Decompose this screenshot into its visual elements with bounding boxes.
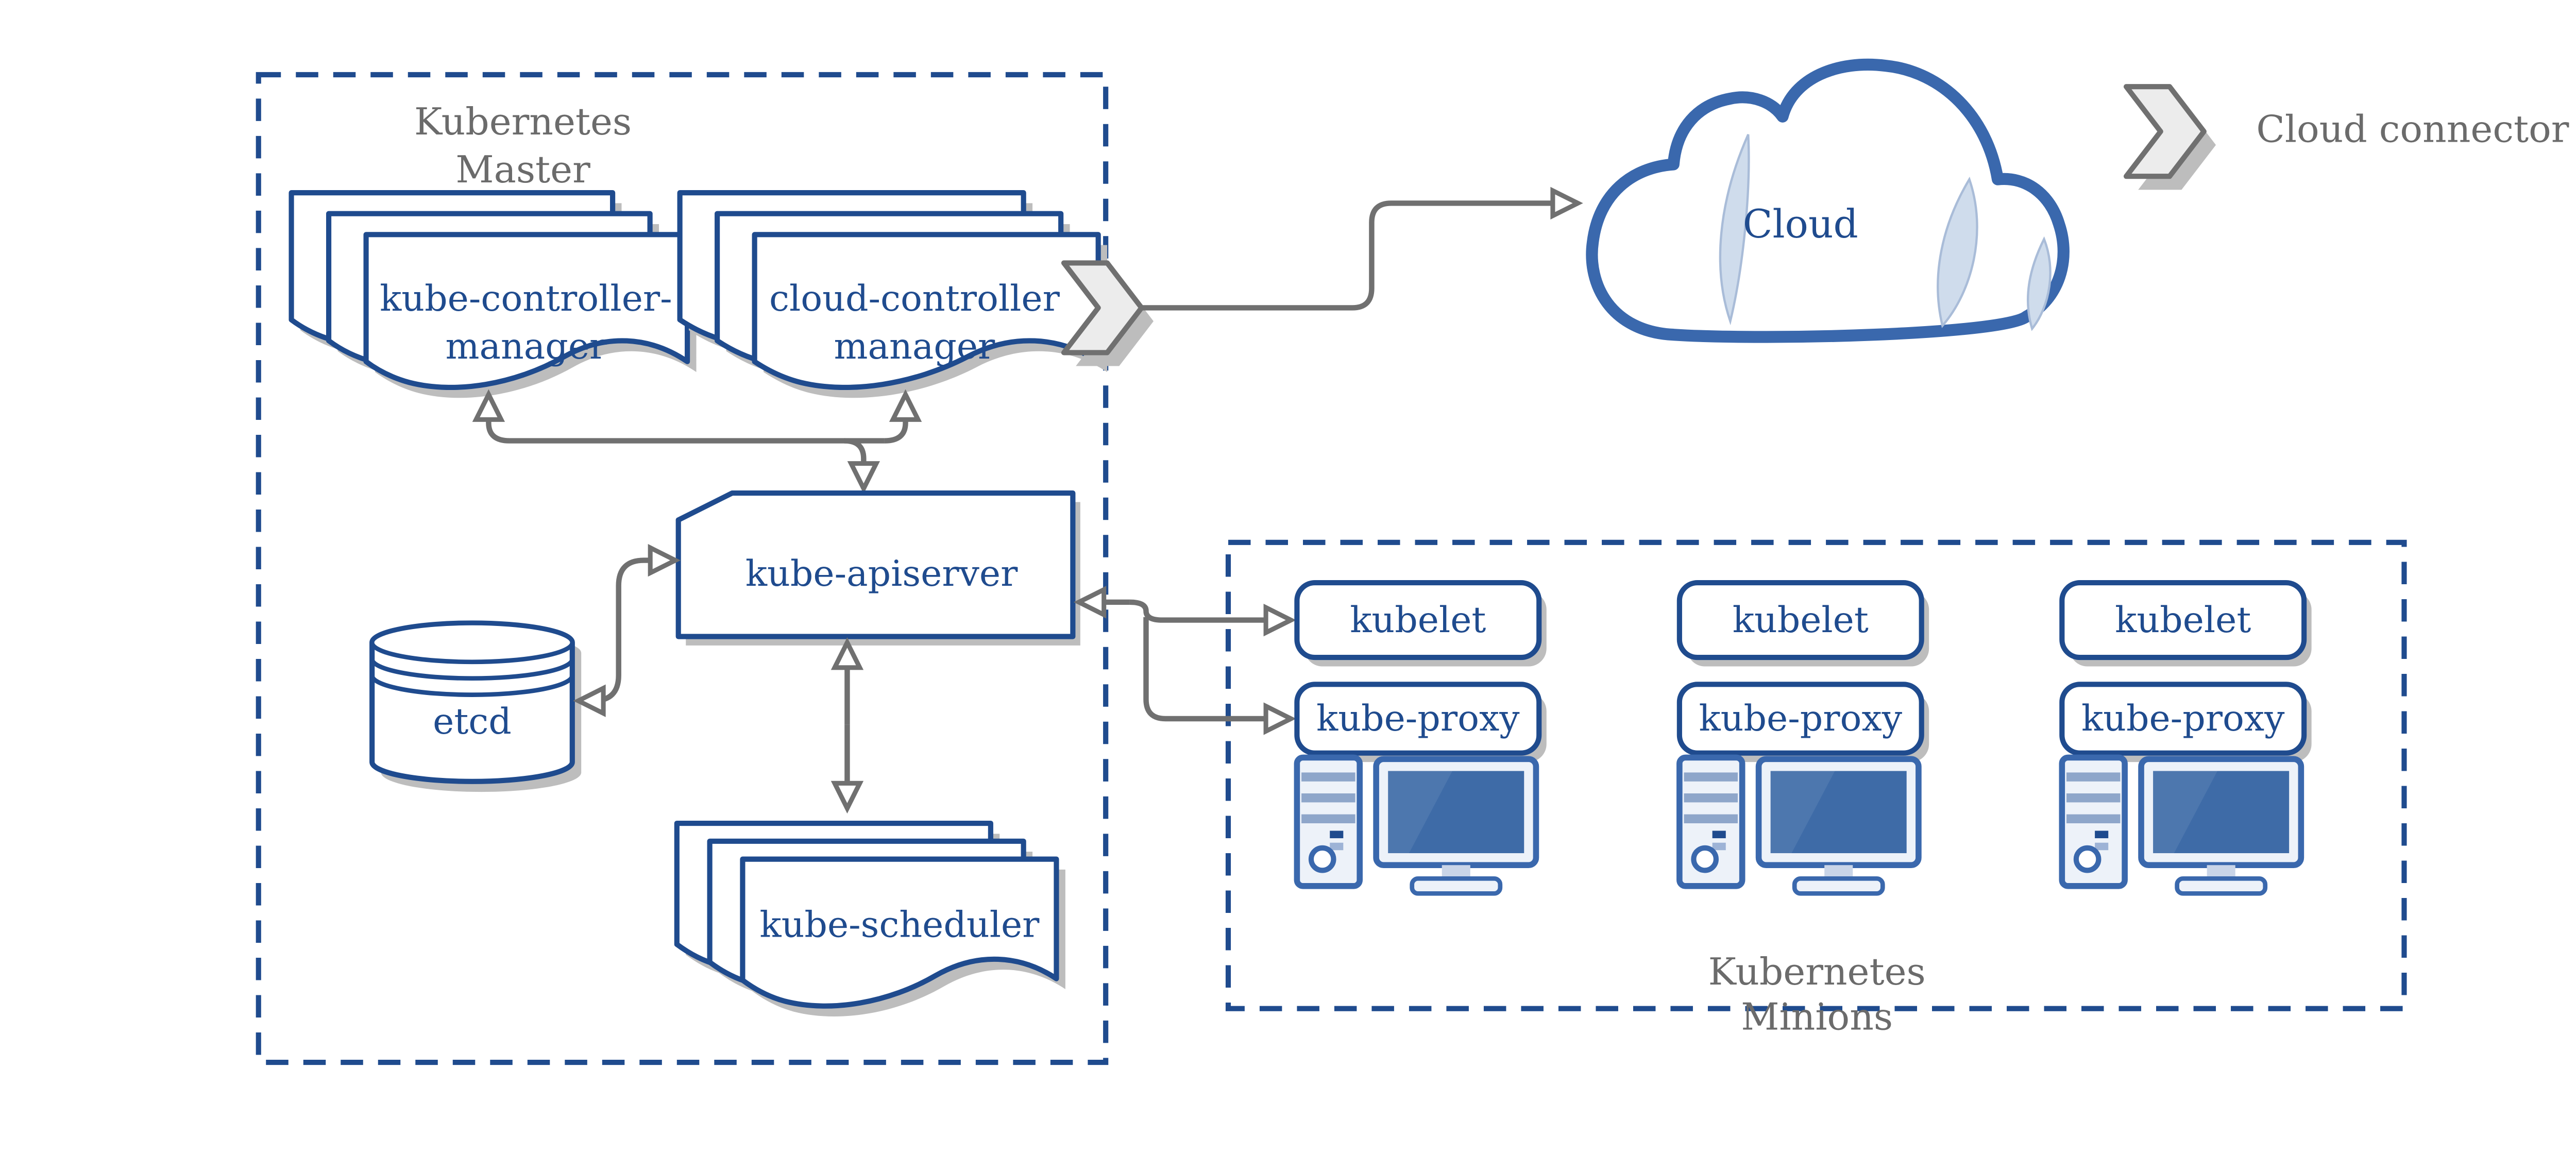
minions-title-line1: Kubernetes bbox=[1708, 951, 1926, 994]
cloud-label: Cloud bbox=[1743, 201, 1858, 247]
kube-proxy-label-1: kube-proxy bbox=[1316, 698, 1520, 739]
kubelet-label-1: kubelet bbox=[1350, 599, 1486, 641]
cloud-node: Cloud bbox=[1586, 58, 2070, 343]
kubelet-box-2 bbox=[1676, 580, 1924, 660]
kubelet-box-3 bbox=[2059, 580, 2307, 660]
arrows-controllers-apiserver bbox=[472, 389, 922, 494]
master-title-line2: Master bbox=[455, 148, 590, 192]
kube-proxy-label-2: kube-proxy bbox=[1699, 698, 1903, 739]
cloud-controller-manager-node: cloud-controller manager bbox=[680, 193, 1108, 398]
legend-label: Cloud connector bbox=[2256, 108, 2569, 151]
etcd-node: etcd bbox=[369, 620, 582, 792]
kubelet-box-1 bbox=[1294, 580, 1542, 660]
kube-controller-manager-label-line2: manager bbox=[445, 326, 607, 367]
minion-node-2: kubelet kube-proxy bbox=[1676, 580, 1929, 893]
cloud-controller-manager-label-line1: cloud-controller bbox=[769, 278, 1060, 319]
cloud-icon bbox=[1586, 58, 2070, 343]
diagram-canvas: Kubernetes Master kube-controller- manag… bbox=[256, 58, 2569, 1065]
etcd-label: etcd bbox=[433, 701, 512, 742]
kube-controller-manager-node: kube-controller- manager bbox=[292, 193, 697, 398]
minion-node-1: kubelet kube-proxy bbox=[1294, 580, 1547, 893]
kubernetes-architecture-diagram: Kubernetes Master kube-controller- manag… bbox=[256, 58, 2569, 1065]
workstation-icon-1 bbox=[1297, 757, 1536, 893]
arrow-etcd-apiserver bbox=[573, 544, 681, 717]
kube-proxy-label-3: kube-proxy bbox=[2081, 698, 2285, 739]
kubelet-label-2: kubelet bbox=[1733, 599, 1869, 641]
minion-node-3: kubelet kube-proxy bbox=[2059, 580, 2312, 893]
master-title-line1: Kubernetes bbox=[414, 100, 632, 144]
kubelet-label-3: kubelet bbox=[2115, 599, 2251, 641]
kube-proxy-box-1 bbox=[1294, 682, 1542, 756]
workstation-icon-3 bbox=[2062, 757, 2301, 893]
kubernetes-master-region bbox=[256, 72, 1109, 1065]
kube-scheduler-node: kube-scheduler bbox=[677, 823, 1065, 1016]
kube-proxy-box-3 bbox=[2059, 682, 2307, 756]
kube-controller-manager-label-line1: kube-controller- bbox=[380, 278, 672, 319]
legend-cloud-connector: Cloud connector bbox=[2126, 87, 2569, 190]
minions-title-line2: Minions bbox=[1741, 995, 1893, 1039]
kube-apiserver-node: kube-apiserver bbox=[675, 490, 1080, 646]
workstation-icon-2 bbox=[1680, 757, 1919, 893]
kube-proxy-box-2 bbox=[1676, 682, 1924, 756]
kube-apiserver-label: kube-apiserver bbox=[745, 553, 1018, 595]
cloud-controller-manager-label-line2: manager bbox=[834, 326, 996, 367]
arrow-ccm-to-cloud bbox=[1141, 186, 1583, 311]
kube-scheduler-label: kube-scheduler bbox=[759, 904, 1040, 945]
arrows-apiserver-minions bbox=[1073, 586, 1296, 735]
